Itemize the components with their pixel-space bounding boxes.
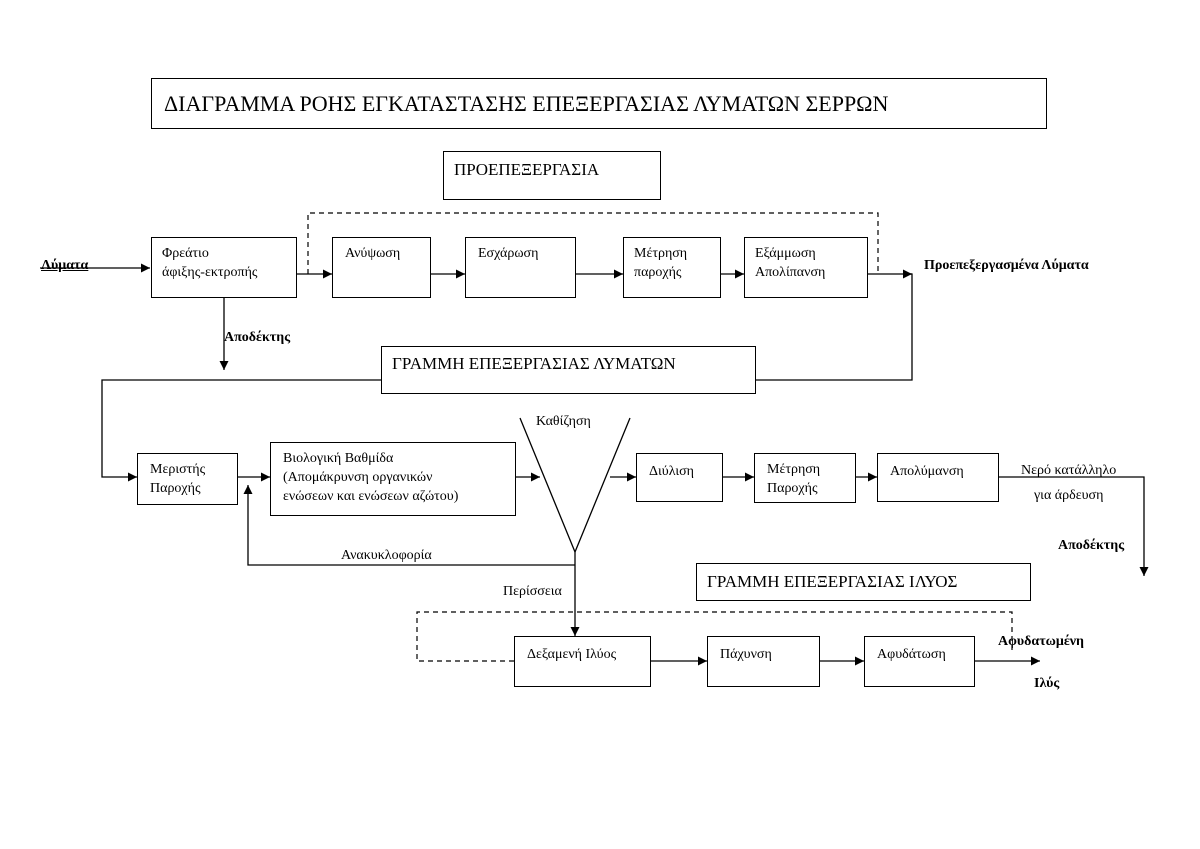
section-wastewater-line: ΓΡΑΜΜΗ ΕΠΕΞΕΡΓΑΣΙΑΣ ΛΥΜΑΤΩΝ [381,346,756,394]
section-sludge-line: ΓΡΑΜΜΗ ΕΠΕΞΕΡΓΑΣΙΑΣ ΙΛΥΟΣ [696,563,1031,601]
biological-line3: ενώσεων και ενώσεων αζώτου) [283,489,459,504]
degritting-line1: Εξάμμωση [755,246,816,261]
box-pumping: Ανύψωση [332,237,431,298]
filtration-label: Διύλιση [649,464,694,479]
thickening-label: Πάχυνση [720,647,772,662]
label-recirculation: Ανακυκλοφορία [341,548,432,563]
biological-line2: (Απομάκρυνση οργανικών [283,470,433,485]
screening-label: Εσχάρωση [478,246,539,261]
dewatering-label: Αφυδάτωση [877,647,946,662]
box-dewatering: Αφυδάτωση [864,636,975,687]
arrival-well-line1: Φρεάτιο [162,246,209,261]
box-sludge-tank: Δεξαμενή Ιλύος [514,636,651,687]
disinfection-label: Απολύμανση [890,464,964,479]
section-pretreatment: ΠΡΟΕΠΕΞΕΡΓΑΣΙΑ [443,151,661,200]
label-dewatered-2: Ιλύς [1034,676,1060,691]
flow-measure-2-line2: Παροχής [767,481,818,496]
label-irrigation-1: Νερό κατάλληλο [1021,463,1117,478]
flow-splitter-line1: Μεριστής [150,462,206,477]
biological-line1: Βιολογική Βαθμίδα [283,451,394,466]
box-biological-stage: Βιολογική Βαθμίδα (Απομάκρυνση οργανικών… [270,442,516,516]
flow-measure-2-line1: Μέτρηση [767,462,821,477]
flow-splitter-line2: Παροχής [150,481,201,496]
label-excess: Περίσσεια [503,584,562,599]
box-flow-splitter: Μεριστής Παροχής [137,453,238,505]
diagram-title: ΔΙΑΓΡΑΜΜΑ ΡΟΗΣ ΕΓΚΑΤΑΣΤΑΣΗΣ ΕΠΕΞΕΡΓΑΣΙΑΣ… [151,78,1047,129]
flow-measure-1-line1: Μέτρηση [634,246,688,261]
pumping-label: Ανύψωση [345,246,401,261]
box-disinfection: Απολύμανση [877,453,999,502]
box-flow-measure-1: Μέτρηση παροχής [623,237,721,298]
box-filtration: Διύλιση [636,453,723,502]
label-pretreated: Προεπεξεργασμένα Λύματα [924,258,1089,273]
label-receiver-1: Αποδέκτης [224,330,291,345]
box-arrival-well: Φρεάτιο άφιξης-εκτροπής [151,237,297,298]
label-dewatered-1: Αφυδατωμένη [998,634,1085,649]
label-settling: Καθίζηση [536,414,591,429]
box-flow-measure-2: Μέτρηση Παροχής [754,453,856,503]
label-inflow: Λύματα [41,258,89,273]
box-degritting: Εξάμμωση Απολίπανση [744,237,868,298]
flow-measure-1-line2: παροχής [634,265,682,280]
box-thickening: Πάχυνση [707,636,820,687]
label-receiver-2: Αποδέκτης [1058,538,1125,553]
degritting-line2: Απολίπανση [755,265,826,280]
label-irrigation-2: για άρδευση [1034,488,1104,503]
arrival-well-line2: άφιξης-εκτροπής [162,265,258,280]
box-screening: Εσχάρωση [465,237,576,298]
sludge-tank-label: Δεξαμενή Ιλύος [527,647,617,662]
